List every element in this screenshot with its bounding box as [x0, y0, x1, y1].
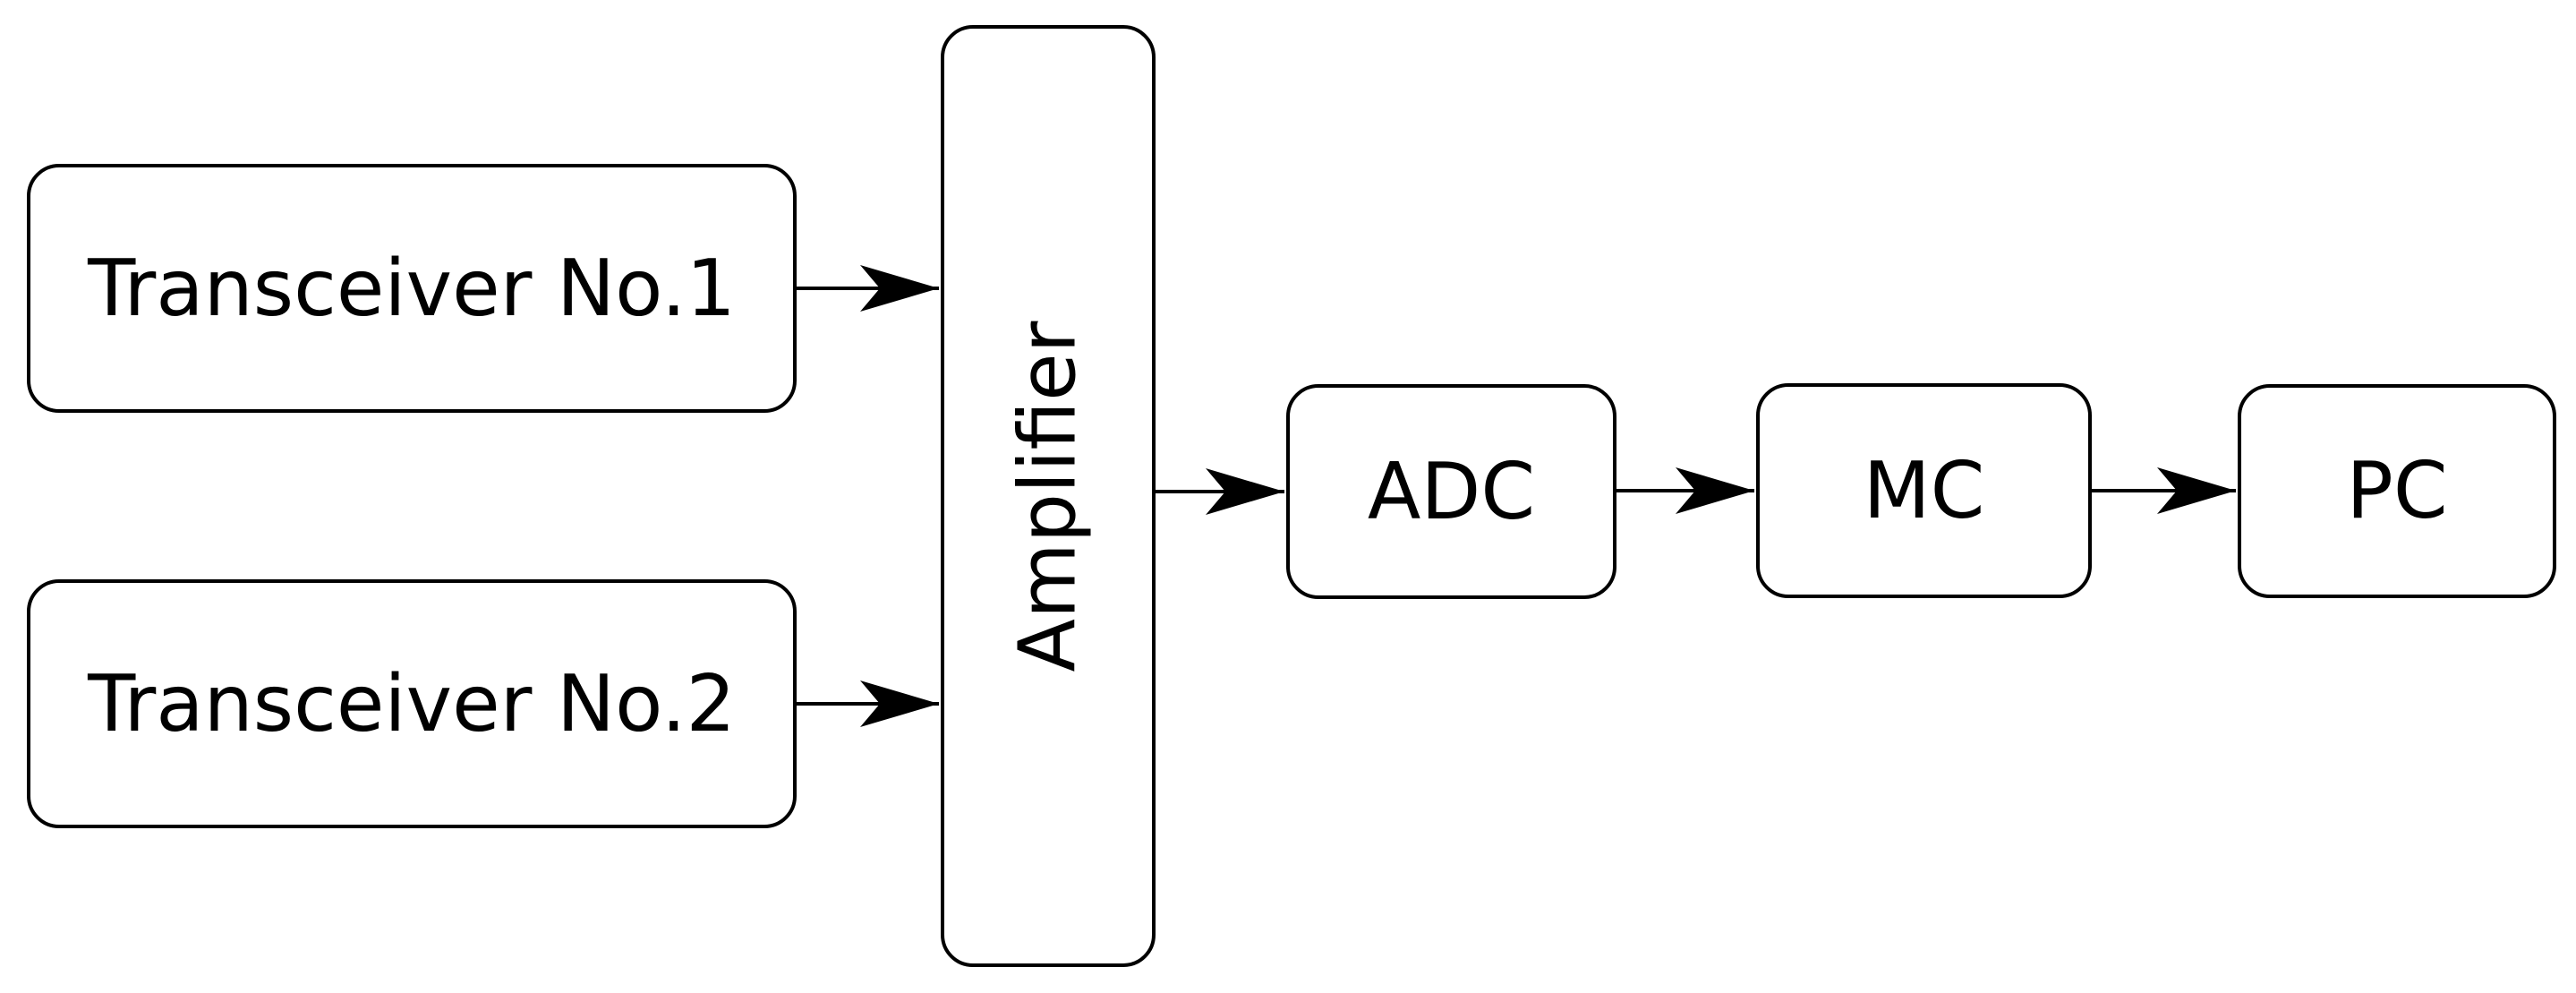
node-pc: PC: [2238, 384, 2556, 598]
node-mc-label: MC: [1863, 444, 1985, 536]
node-transceiver-1-label: Transceiver No.1: [88, 242, 736, 334]
node-mc: MC: [1756, 383, 2092, 598]
node-transceiver-2-label: Transceiver No.2: [88, 657, 736, 749]
node-transceiver-1: Transceiver No.1: [27, 164, 797, 413]
node-amplifier: Amplifier: [941, 25, 1156, 967]
node-pc-label: PC: [2346, 445, 2448, 536]
node-amplifier-label: Amplifier: [1002, 321, 1094, 672]
node-transceiver-2: Transceiver No.2: [27, 579, 797, 828]
node-adc-label: ADC: [1367, 445, 1536, 537]
node-adc: ADC: [1286, 384, 1616, 599]
